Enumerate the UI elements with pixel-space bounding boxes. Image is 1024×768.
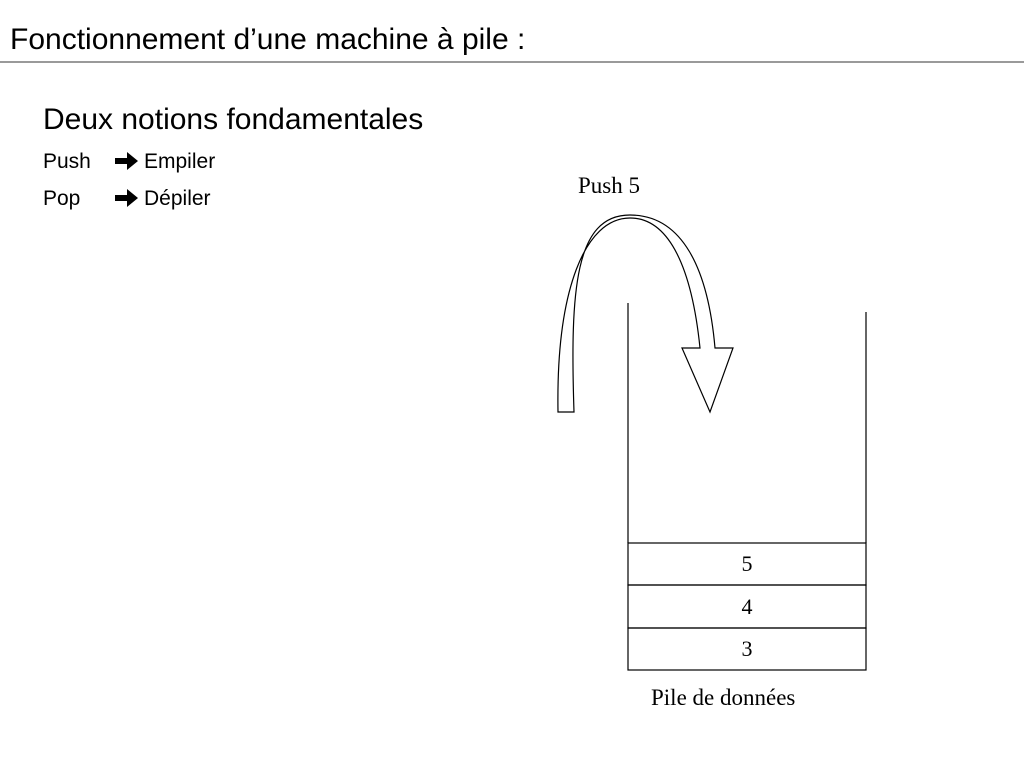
stack-cell-bottom: 3 xyxy=(741,636,753,661)
definition-meaning: Empiler xyxy=(144,150,216,173)
stack-cell-border xyxy=(627,627,867,671)
definition-push: Push Empiler xyxy=(43,149,215,175)
definition-meaning: Dépiler xyxy=(144,187,211,210)
right-arrow-icon xyxy=(115,152,138,170)
definition-term: Push xyxy=(43,150,91,173)
title-divider xyxy=(0,61,1024,63)
push-operation-label: Push 5 xyxy=(578,173,640,198)
right-arrow-icon xyxy=(115,189,138,207)
stack-cell-middle: 4 xyxy=(741,594,753,619)
stack-caption: Pile de données xyxy=(651,685,796,710)
section-heading: Deux notions fondamentales xyxy=(43,103,424,136)
definition-pop: Pop Dépiler xyxy=(43,186,211,212)
slide-title: Fonctionnement d’une machine à pile : xyxy=(10,23,526,56)
stack-cell-top: 5 xyxy=(741,551,753,576)
curved-arrow-icon xyxy=(557,214,734,414)
definition-term: Pop xyxy=(43,187,81,210)
